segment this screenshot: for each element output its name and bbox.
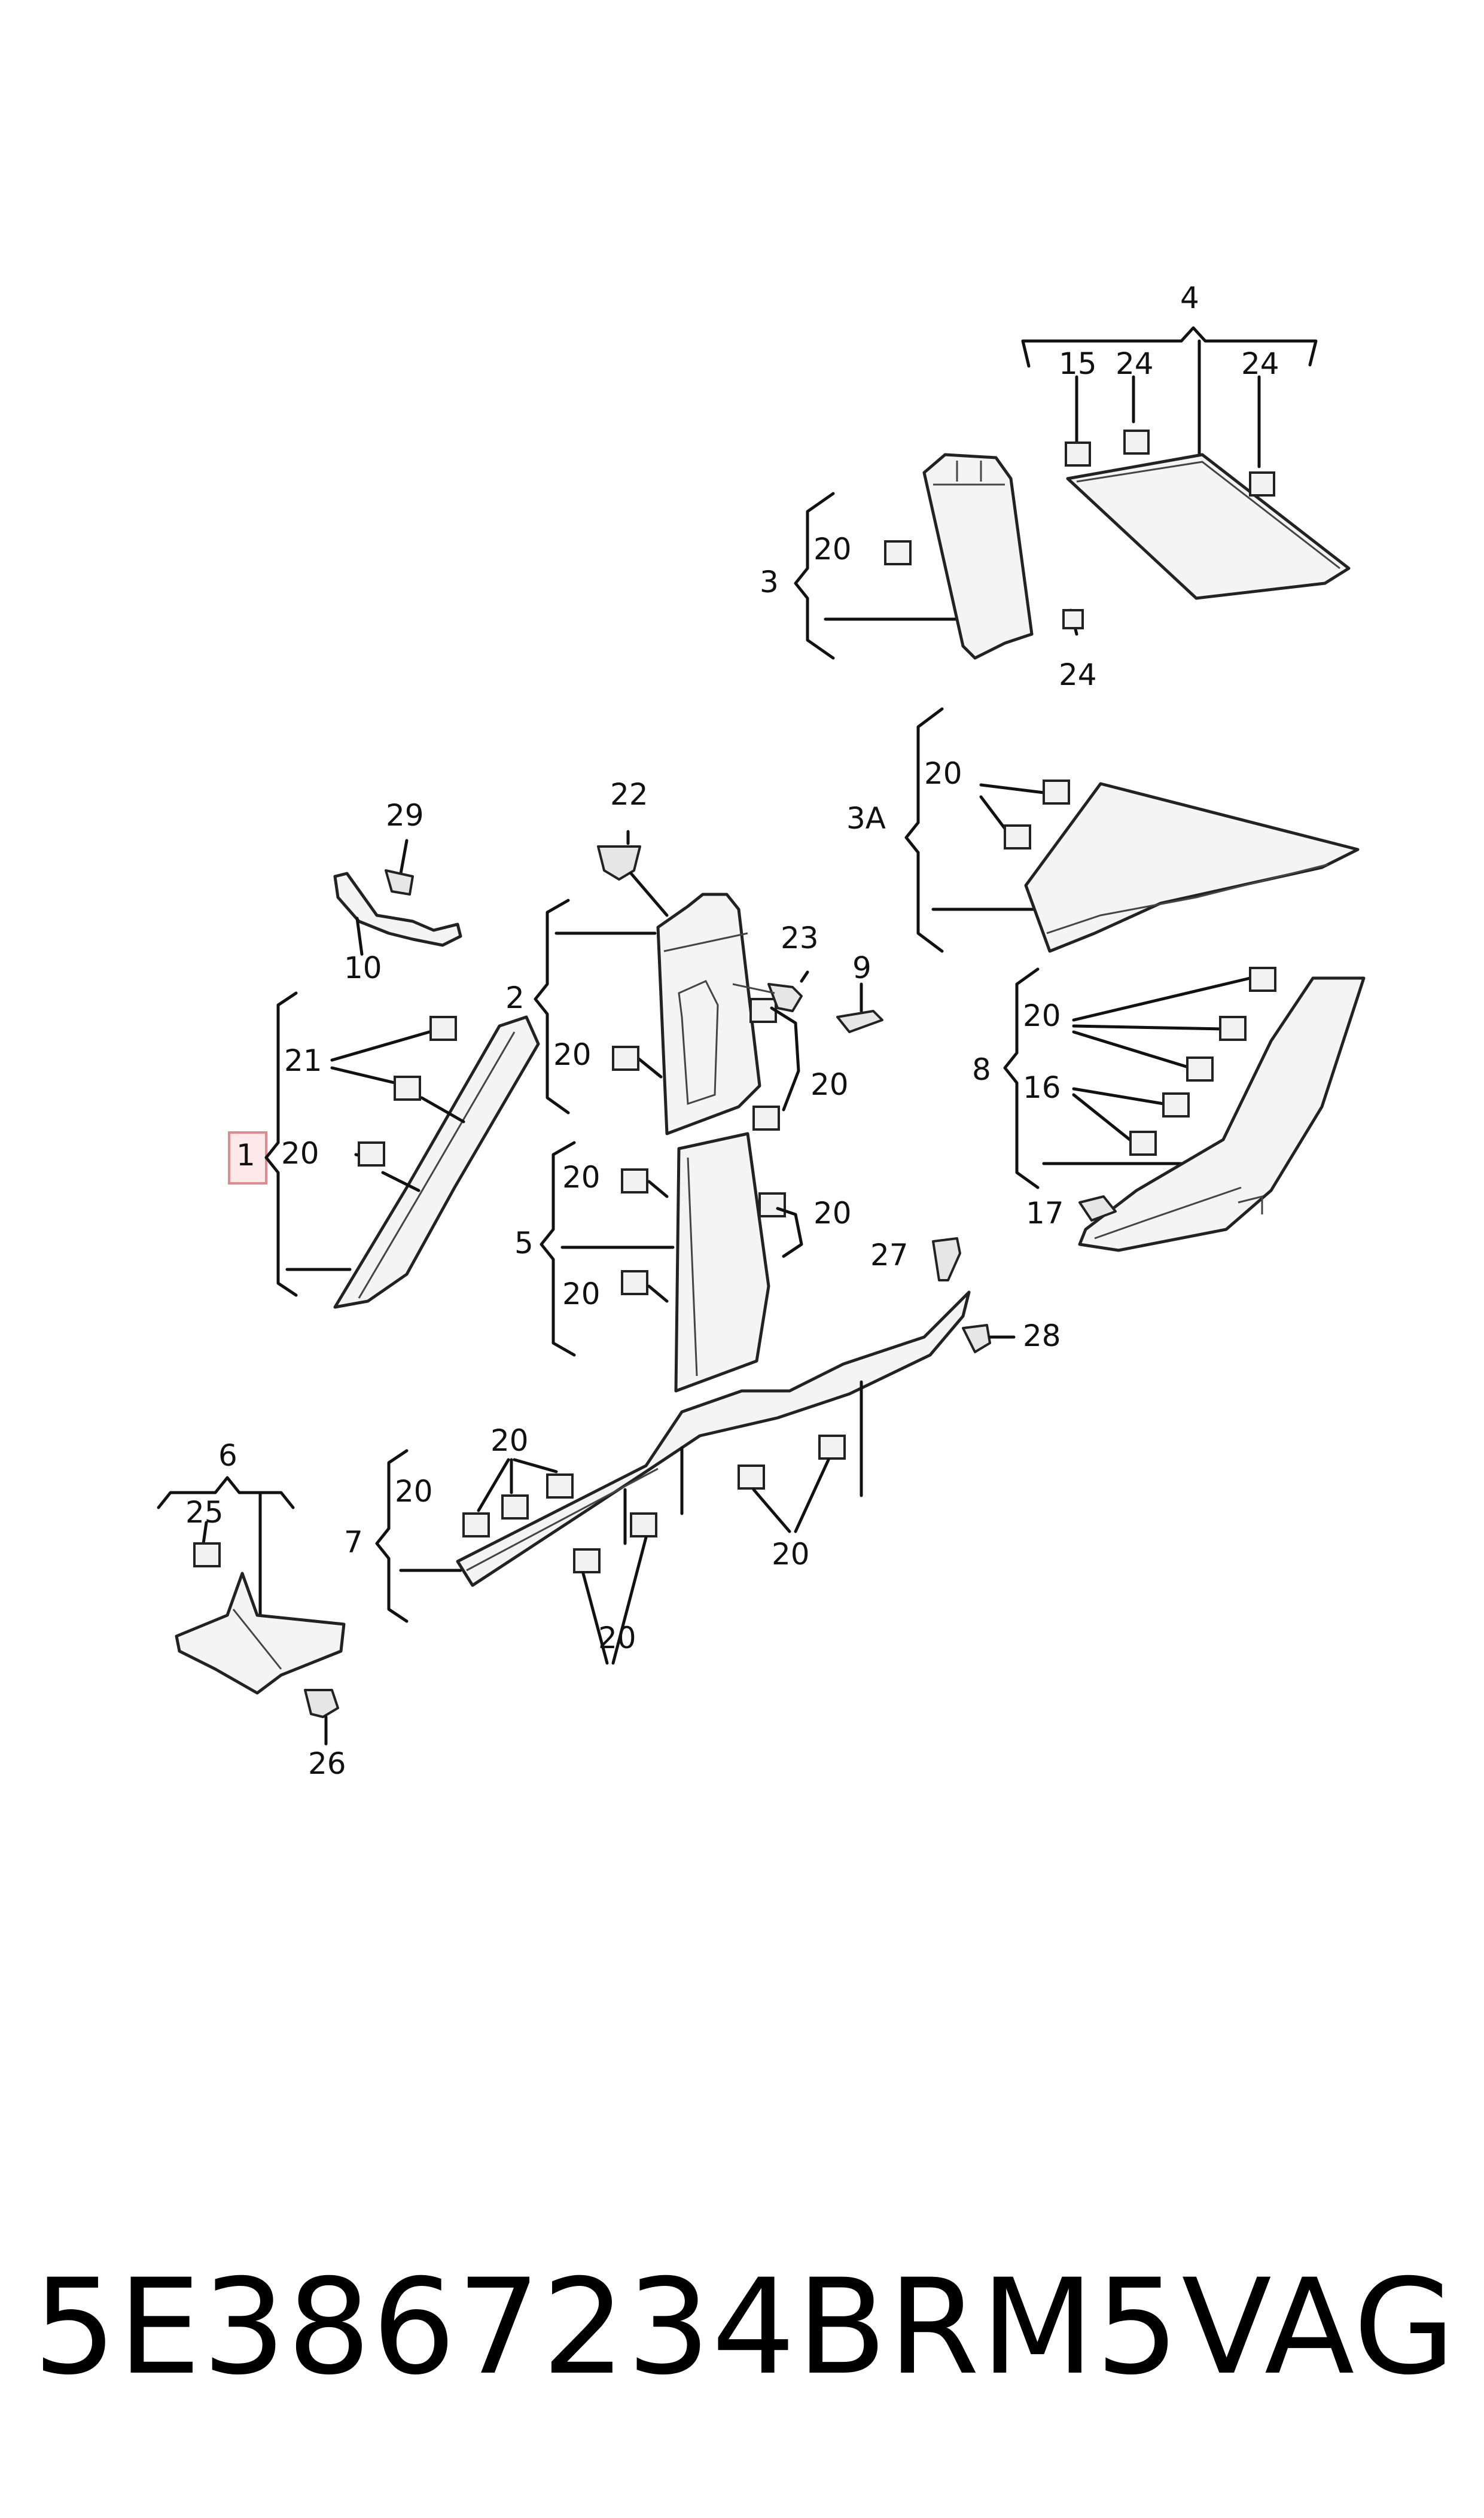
label-20: 20 <box>598 1621 636 1655</box>
label-22: 22 <box>610 777 648 812</box>
fastener-17 <box>1078 1195 1117 1222</box>
screw-27 <box>932 1237 961 1281</box>
label-20: 20 <box>813 532 852 567</box>
label-24: 24 <box>1116 346 1154 381</box>
clip-20b-group5 <box>758 1192 786 1217</box>
label-23: 23 <box>781 921 819 955</box>
brand-name: VAG <box>1181 2251 1456 2404</box>
part-8-rear-pillar-lower <box>1003 967 1366 1252</box>
clip-20c-group7 <box>546 1473 574 1499</box>
label-20: 20 <box>553 1037 592 1072</box>
clip-15 <box>1065 442 1091 467</box>
label-27: 27 <box>870 1238 909 1272</box>
label-7: 7 <box>344 1525 363 1560</box>
clip-20e-group7 <box>630 1512 657 1537</box>
label-20: 20 <box>810 1067 849 1102</box>
clip-21b <box>394 1076 421 1101</box>
label-5: 5 <box>514 1226 534 1260</box>
part-3-pillar-trim <box>794 453 1084 660</box>
clip-20b-group2 <box>749 998 777 1023</box>
highlight-part-1 <box>228 1131 267 1185</box>
label-24: 24 <box>1241 346 1279 381</box>
label-8: 8 <box>972 1052 991 1087</box>
part-5-b-pillar-lower <box>540 1132 803 1393</box>
label-9: 9 <box>852 951 871 985</box>
clip-24b <box>1249 471 1275 497</box>
label-20: 20 <box>924 756 962 791</box>
label-24: 24 <box>1059 657 1097 692</box>
label-16: 16 <box>1023 1070 1061 1105</box>
label-2: 2 <box>505 981 525 1015</box>
part-23-screw <box>732 970 809 1012</box>
label-20: 20 <box>490 1423 529 1458</box>
part-9-bracket <box>836 982 883 1033</box>
label-20: 20 <box>562 1160 601 1195</box>
label-3a: 3A <box>846 801 886 836</box>
label-20: 20 <box>281 1136 319 1171</box>
parts-27-28-fasteners <box>932 1237 1016 1353</box>
label-4: 4 <box>1180 281 1199 315</box>
clip-20a-group7 <box>462 1512 490 1537</box>
label-28: 28 <box>1023 1319 1061 1353</box>
clip-20c-group5 <box>621 1270 648 1295</box>
label-20: 20 <box>562 1277 601 1311</box>
clip-20-group3 <box>884 540 912 565</box>
clip-20c-group8 <box>1186 1056 1214 1082</box>
label-6: 6 <box>218 1438 237 1473</box>
clip-20g-group7 <box>818 1435 846 1460</box>
clip-20a-group3a <box>1043 780 1070 805</box>
clip-20b-group8 <box>1219 1016 1247 1041</box>
fastener-29 <box>385 869 414 896</box>
clip-16b <box>1129 1131 1157 1156</box>
label-21: 21 <box>284 1043 322 1078</box>
part-4-rear-upper-trim <box>1021 326 1351 600</box>
label-3: 3 <box>760 565 779 599</box>
label-25: 25 <box>185 1495 224 1530</box>
label-29: 29 <box>386 798 424 833</box>
clip-25 <box>193 1542 221 1567</box>
part-number: 5E3867234BRM5 <box>33 2251 1181 2404</box>
label-10: 10 <box>344 951 382 985</box>
label-20: 20 <box>395 1474 433 1509</box>
clip-20f-group7 <box>738 1464 765 1490</box>
part-1-a-pillar-trim <box>228 991 540 1309</box>
label-17: 17 <box>1026 1196 1064 1231</box>
label-20: 20 <box>1023 998 1061 1033</box>
clip-24a <box>1123 430 1150 455</box>
clip-20b-group7 <box>501 1494 529 1520</box>
clip-16a <box>1162 1092 1190 1118</box>
part-3a-triangular-trim <box>904 707 1360 953</box>
label-26: 26 <box>308 1746 346 1781</box>
label-20: 20 <box>813 1196 852 1231</box>
fastener-26 <box>304 1689 339 1718</box>
label-1: 1 <box>236 1138 255 1173</box>
label-15: 15 <box>1059 346 1097 381</box>
callout-labels: 4 15 24 24 20 3 24 20 3A 22 29 10 23 9 2… <box>185 281 1279 1781</box>
clip-20a-group8 <box>1249 967 1276 992</box>
clip-20a-group5 <box>621 1168 648 1193</box>
part-10-bracket <box>333 839 462 956</box>
part-2-b-pillar-upper <box>534 830 800 1135</box>
clip-28 <box>962 1324 991 1353</box>
clip-21a <box>429 1016 457 1041</box>
fastener-22 <box>597 845 641 881</box>
part-6-corner-trim <box>157 1476 346 1746</box>
part-7-sill-trim <box>375 1290 971 1665</box>
clip-20b-group3a <box>1004 824 1031 850</box>
label-20: 20 <box>772 1537 810 1572</box>
clip-20d-group7 <box>573 1548 601 1573</box>
footer: 5E3867234BRM5 VAG <box>33 2249 1456 2405</box>
clip-20-group1 <box>358 1141 385 1167</box>
clip-20c-group2 <box>752 1106 780 1131</box>
clip-20-group2 <box>612 1046 639 1071</box>
clip-24-group3 <box>1062 609 1084 629</box>
